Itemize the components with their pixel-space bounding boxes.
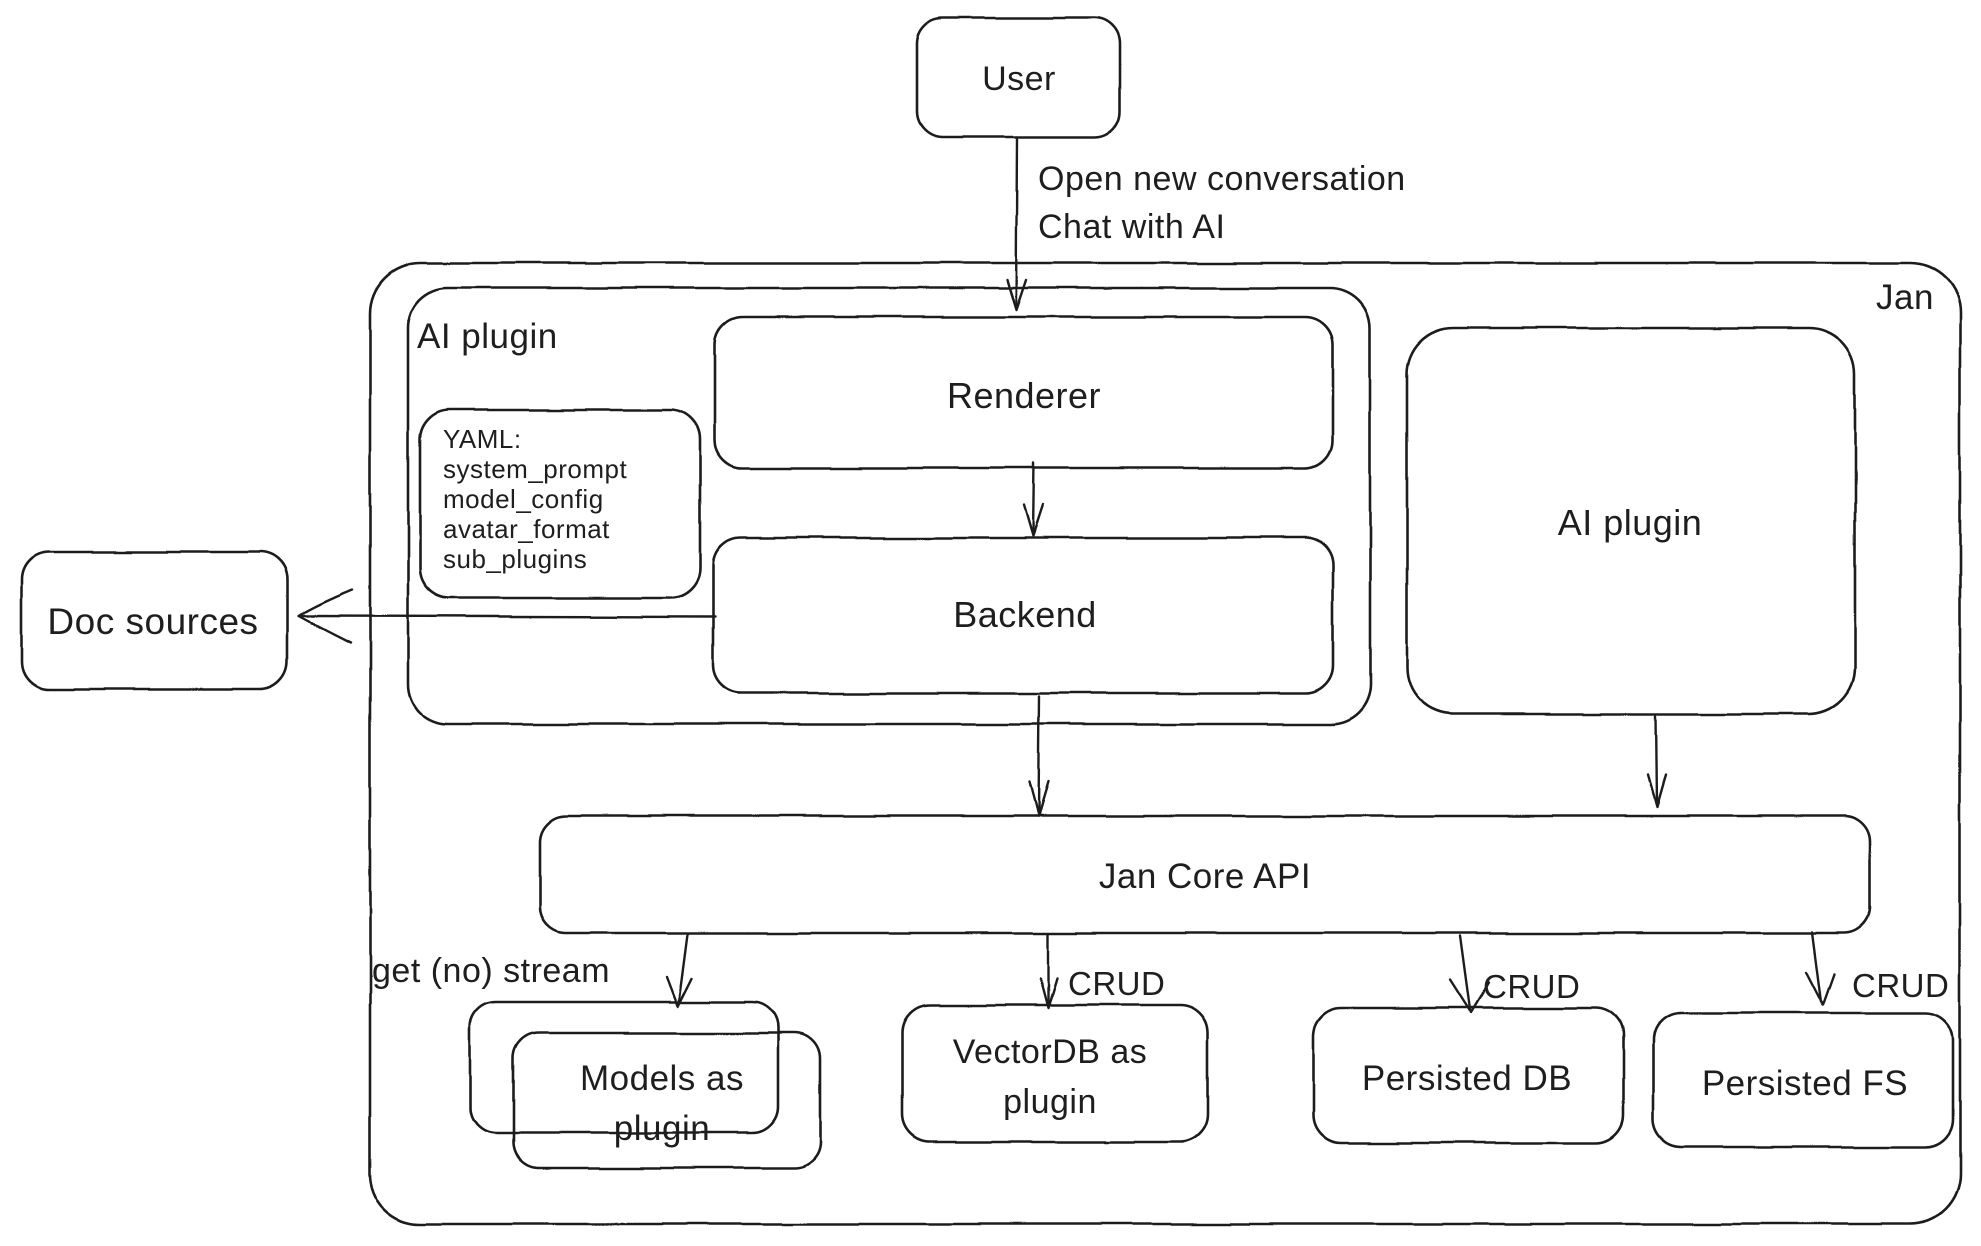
vectordb-box [900, 1003, 1210, 1144]
arrow-backend-to-doc-sources [296, 588, 717, 645]
yaml-note-box [418, 408, 702, 600]
persisted-fs-box-label: Persisted FS [1702, 1064, 1908, 1103]
backend-box-label: Backend [953, 594, 1097, 635]
yaml-note-line: avatar_format [443, 514, 610, 544]
yaml-note-line: YAML: [443, 424, 522, 454]
doc-sources-box-label: Doc sources [47, 601, 258, 642]
jan-container-box [368, 261, 1962, 1226]
ai-plugin-container-box [406, 286, 1372, 726]
arrow-api-to-persisted-fs [1804, 930, 1836, 1007]
doc-sources-box [20, 550, 289, 691]
ai-plugin-box [1405, 326, 1857, 716]
edge-label-crud-vectordb: CRUD [1068, 965, 1165, 1002]
models-as-plugin-line: plugin [614, 1109, 710, 1148]
arrow-backend-to-jan-core-api [1027, 694, 1050, 818]
jan-core-api-box [538, 814, 1872, 935]
persisted-db-box-label: Persisted DB [1362, 1059, 1572, 1098]
arrow-user-to-renderer [1005, 135, 1028, 312]
models-as-plugin-back-box [468, 1000, 780, 1135]
user-box-label: User [982, 60, 1056, 98]
vectordb-label: VectorDB as plugin [953, 1033, 1147, 1121]
arrow-api-to-persisted-db [1448, 934, 1491, 1015]
edge-label-chat-with-ai: Chat with AI [1038, 208, 1225, 246]
user-box [915, 16, 1122, 139]
models-as-plugin-box [511, 1031, 822, 1170]
vectordb-line: VectorDB as [953, 1033, 1147, 1071]
vectordb-line: plugin [1003, 1083, 1097, 1121]
renderer-box-label: Renderer [947, 375, 1101, 416]
edge-label-crud-persisted-db: CRUD [1483, 968, 1580, 1005]
arrow-api-to-vectordb [1038, 932, 1059, 1010]
arrow-renderer-to-backend [1022, 461, 1045, 538]
models-as-plugin-line: Models as [580, 1059, 744, 1098]
jan-container-label: Jan [1876, 278, 1934, 317]
yaml-note-text: YAML: system_prompt model_config avatar_… [443, 424, 627, 574]
jan-core-api-box-label: Jan Core API [1099, 857, 1311, 896]
arrow-api-to-models [665, 932, 694, 1008]
persisted-fs-box [1651, 1011, 1955, 1149]
ai-plugin-box-label: AI plugin [1558, 502, 1703, 543]
yaml-note-line: model_config [443, 484, 604, 514]
edge-label-crud-persisted-fs: CRUD [1852, 967, 1949, 1004]
yaml-note-line: sub_plugins [443, 544, 587, 574]
edge-label-get-no-stream: get (no) stream [372, 952, 610, 990]
backend-box [711, 536, 1335, 695]
renderer-box [713, 315, 1335, 470]
models-as-plugin-label: Models as plugin [580, 1059, 744, 1148]
edge-label-open-conversation: Open new conversation [1038, 160, 1406, 198]
yaml-note-line: system_prompt [443, 454, 627, 484]
ai-plugin-container-label: AI plugin [417, 317, 558, 356]
arrow-ai-plugin-to-jan-core-api [1646, 714, 1668, 809]
